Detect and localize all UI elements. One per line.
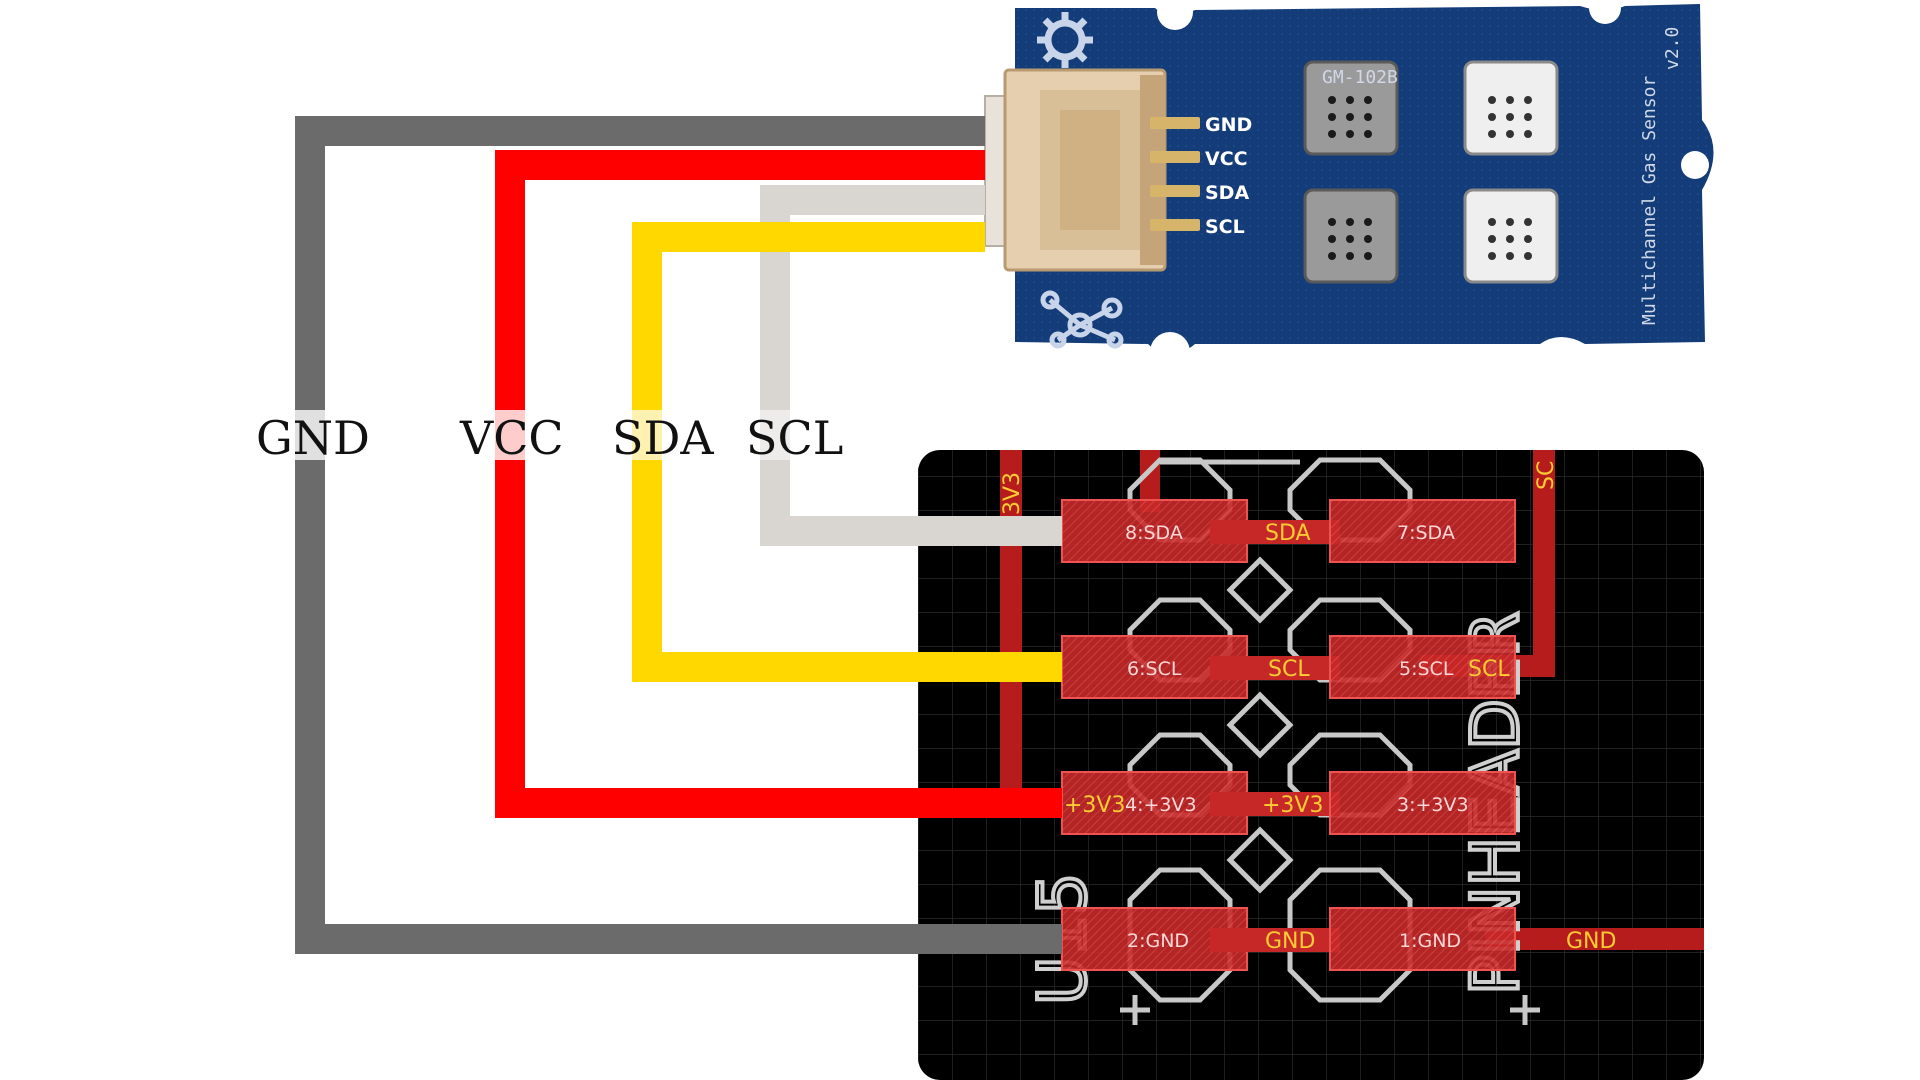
trace-label-3v3: 3V3 <box>1000 472 1025 515</box>
gas-chip <box>1463 60 1559 156</box>
net-label-3v3-left: +3V3 <box>1064 793 1125 818</box>
pad-7[interactable] <box>1329 499 1516 563</box>
sensor-pin-label-sda: SDA <box>1205 182 1249 204</box>
mount-hole-icon <box>1589 0 1621 24</box>
gas-chip <box>1303 188 1399 284</box>
mount-hole-icon <box>1681 151 1709 179</box>
sensor-pins: GND VCC SDA SCL <box>1150 114 1252 238</box>
sensor-pin-label-vcc: VCC <box>1205 148 1248 170</box>
pad-label-1: 1:GND <box>1399 930 1461 952</box>
pad-1[interactable] <box>1329 907 1516 971</box>
pad-label-8: 8:SDA <box>1125 522 1183 544</box>
wire-label-sda: SDA <box>612 411 714 465</box>
gas-sensor-module: GND VCC SDA SCL GM-102B <box>984 0 1714 372</box>
wire-label-backgrounds <box>254 410 838 460</box>
net-label-scl-inner: SCL <box>1268 657 1310 682</box>
wire-vcc <box>495 150 1062 818</box>
pad-row-scl: 6:SCL 5:SCL SCL SCL <box>1061 635 1516 699</box>
wires <box>295 116 1062 954</box>
wire-scl <box>760 185 1062 546</box>
pad-row-3v3: +3V3 4:+3V3 3:+3V3 +3V3 <box>1061 771 1516 835</box>
gear-icon <box>1037 12 1093 68</box>
sensor-title: Multichannel Gas Sensor <box>1639 76 1660 325</box>
chip-label: GM-102B <box>1322 67 1398 88</box>
gas-chip <box>1463 188 1559 284</box>
sensor-pin-label-scl: SCL <box>1205 216 1245 238</box>
pad-label-7: 7:SDA <box>1397 522 1455 544</box>
pad-6[interactable] <box>1061 635 1248 699</box>
net-label-scl-outer: SCL <box>1468 657 1510 682</box>
wire-gnd <box>295 116 1062 954</box>
network-icon <box>1040 290 1124 349</box>
net-label-gnd-outer: GND <box>1566 929 1616 954</box>
pad-row-gnd: 2:GND 1:GND GND GND <box>1061 907 1616 971</box>
sensor-version: v2.0 <box>1662 27 1683 70</box>
wire-label-gnd: GND <box>256 411 370 465</box>
pad-label-5: 5:SCL <box>1399 658 1454 680</box>
pad-label-4: 4:+3V3 <box>1125 794 1197 816</box>
wire-label-vcc: VCC <box>459 411 564 465</box>
sensor-pin-label-gnd: GND <box>1205 114 1252 136</box>
pad-label-6: 6:SCL <box>1127 658 1182 680</box>
pad-label-2: 2:GND <box>1127 930 1189 952</box>
wire-label-scl: SCL <box>746 411 843 465</box>
net-label-gnd-inner: GND <box>1265 929 1315 954</box>
pad-label-3: 3:+3V3 <box>1397 794 1469 816</box>
pad-3[interactable] <box>1329 771 1516 835</box>
net-label-sda: SDA <box>1265 521 1311 546</box>
mount-hole-icon <box>1150 332 1190 372</box>
pad-row-sda: 8:SDA 7:SDA SDA <box>1061 499 1516 563</box>
net-label-3v3: +3V3 <box>1262 793 1323 818</box>
pad-5[interactable] <box>1329 635 1516 699</box>
gas-chip: GM-102B <box>1303 60 1399 156</box>
trace-label-scl: SC <box>1534 461 1559 490</box>
grove-connector <box>984 68 1167 272</box>
pcb-footprint: 3V3 SC U15 PINHEADER 8:SDA 7:S <box>918 450 1704 1080</box>
mount-hole-icon <box>1157 0 1193 30</box>
